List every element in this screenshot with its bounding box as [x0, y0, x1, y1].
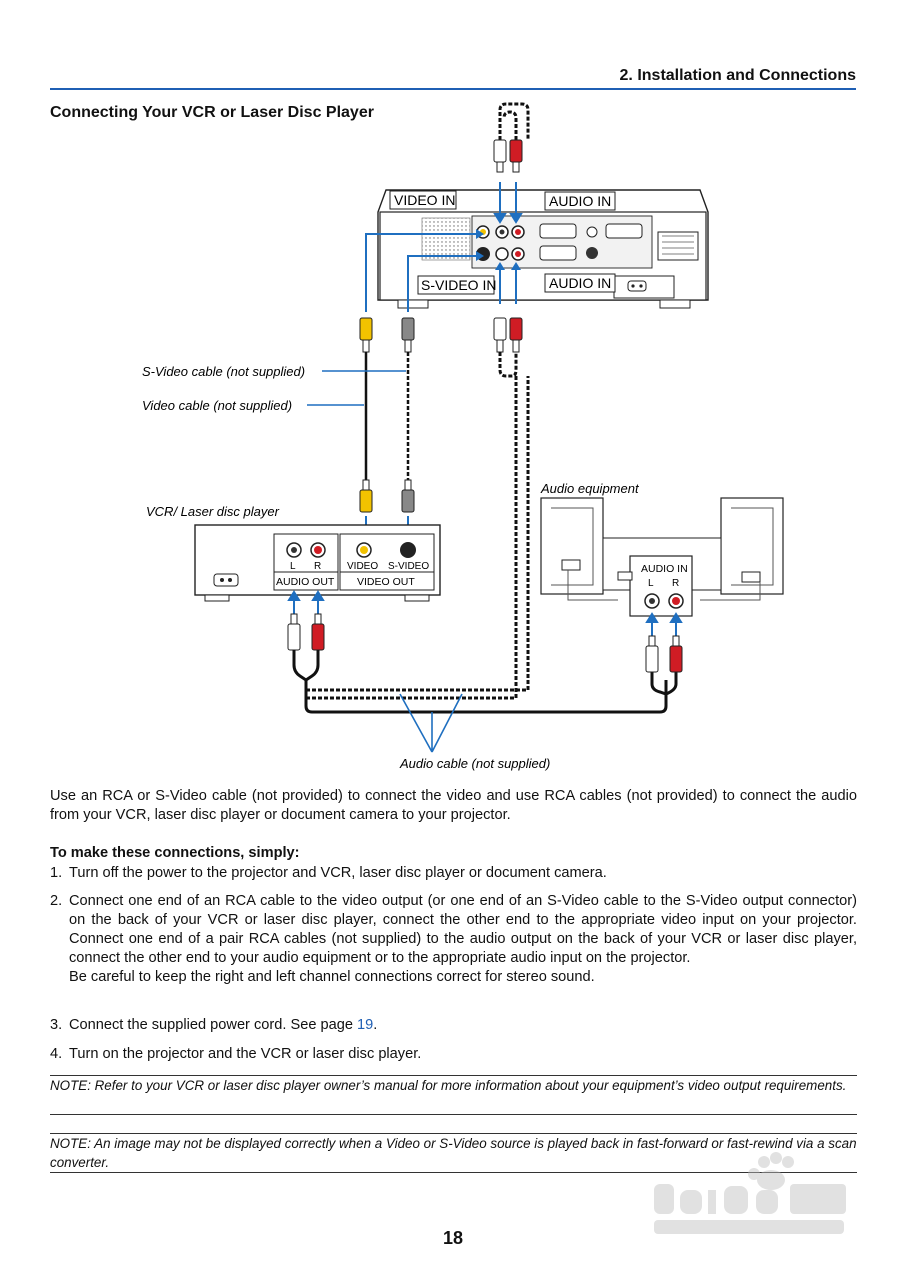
vcr-video-plugs [359, 479, 415, 513]
note-rule-bottom-2 [50, 1172, 857, 1173]
vcr-device [194, 524, 441, 602]
chapter-title: 2. Installation and Connections [619, 67, 856, 84]
page-number: 18 [442, 1228, 464, 1248]
audio-equip-r-label: R [672, 578, 679, 589]
page-19-link[interactable]: 19 [357, 1017, 374, 1033]
video-cable-label: Video cable (not supplied) [142, 398, 292, 413]
audio-in-top-label: AUDIO IN [549, 193, 611, 209]
video-routing-lines [365, 233, 517, 312]
step-text-after: . [373, 1017, 378, 1033]
header-rule [50, 88, 856, 90]
projector-input-arrowheads [476, 229, 521, 270]
intro-paragraph: Use an RCA or S-Video cable (not provide… [50, 788, 857, 823]
note-2: NOTE: An image may not be displayed corr… [50, 1136, 857, 1170]
audio-cable-leader [399, 693, 463, 753]
note-rule-top-1 [50, 1075, 857, 1076]
audio-equip-arrows [645, 612, 683, 636]
vcr-label: VCR/ Laser disc player [146, 504, 280, 519]
section-title: Connecting Your VCR or Laser Disc Player [50, 104, 374, 121]
vcr-audio-out-label: AUDIO OUT [276, 576, 335, 588]
steps-heading: To make these connections, simply: [50, 845, 300, 861]
step-text: Turn on the projector and the VCR or las… [69, 1046, 422, 1062]
step-text: Connect one end of an RCA cable to the v… [69, 893, 857, 966]
step-4: 4. Turn on the projector and the VCR or … [50, 1045, 857, 1064]
connection-diagram: VIDEO IN AUDIO IN S-VIDEO IN AUDIO IN [142, 102, 784, 771]
step-2: 2. Connect one end of an RCA cable to th… [50, 892, 857, 987]
vcr-r-label: R [314, 561, 321, 572]
audio-equip-l-label: L [648, 578, 654, 589]
vcr-audio-plugs [287, 613, 325, 651]
audio-equip-audio-in-label: AUDIO IN [641, 563, 688, 575]
audio-equipment [540, 497, 784, 617]
svideo-plug-top [401, 317, 415, 353]
audio-equipment-label: Audio equipment [540, 481, 640, 496]
svideo-in-label: S-VIDEO IN [421, 277, 496, 293]
step-text: Connect the supplied power cord. See pag… [69, 1016, 857, 1035]
svideo-cable-label: S-Video cable (not supplied) [142, 364, 305, 379]
vcr-video-label: VIDEO [347, 561, 378, 572]
audio-cables [292, 376, 678, 714]
projector-audio-plugs [493, 317, 523, 378]
video-in-label: VIDEO IN [394, 192, 455, 208]
top-rca-plugs [493, 102, 530, 173]
step-note: Be careful to keep the right and left ch… [69, 969, 595, 985]
step-number: 1. [50, 865, 63, 881]
video-plug-top [359, 317, 373, 353]
vcr-audio-arrows [287, 590, 325, 614]
top-audio-arrows [493, 182, 523, 224]
audio-in-bottom-label: AUDIO IN [549, 275, 611, 291]
vcr-svideo-label: S-VIDEO [388, 561, 429, 572]
step-number: 2. [50, 893, 63, 909]
step-1: 1. Turn off the power to the projector a… [50, 864, 857, 883]
step-text: Turn off the power to the projector and … [69, 865, 607, 881]
audio-in-top-label-box [544, 191, 616, 211]
svideo-in-label-box [417, 275, 495, 295]
audio-in-bottom-label-box [544, 273, 616, 293]
note-rule-top-2 [50, 1133, 857, 1134]
step-number: 4. [50, 1046, 63, 1062]
audio-cable-label: Audio cable (not supplied) [399, 756, 550, 771]
vcr-video-out-label: VIDEO OUT [357, 576, 415, 588]
step-3: 3. Connect the supplied power cord. See … [50, 1016, 857, 1035]
vcr-l-label: L [290, 561, 296, 572]
baidu-watermark-logo [654, 1152, 846, 1234]
step-number: 3. [50, 1017, 63, 1033]
note-1: NOTE: Refer to your VCR or laser disc pl… [50, 1078, 847, 1093]
video-in-label-box [389, 190, 457, 210]
note-rule-bottom-1 [50, 1114, 857, 1115]
step-text-before: Connect the supplied power cord. See pag… [69, 1017, 358, 1033]
audio-equip-plugs [645, 635, 683, 673]
